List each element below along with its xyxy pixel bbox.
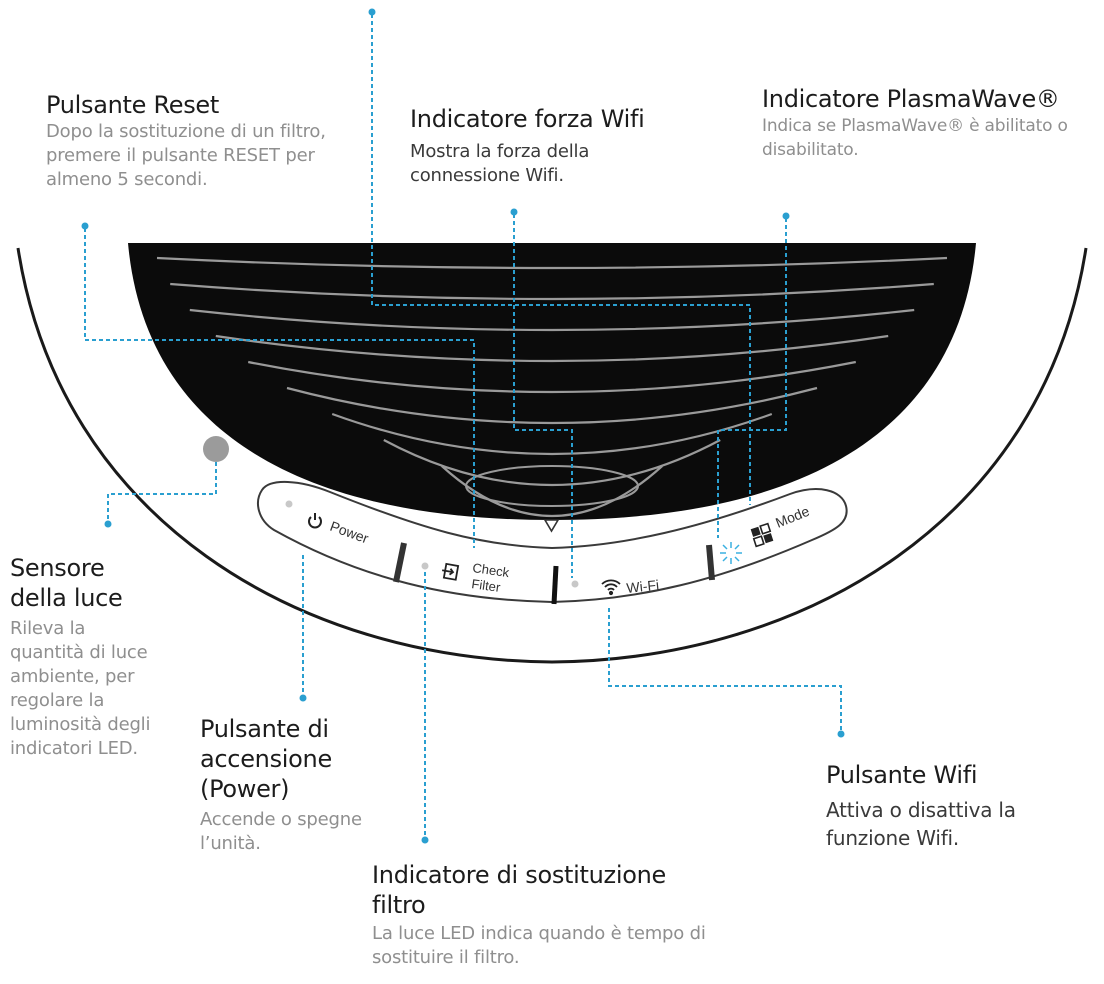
leader-light-sensor — [107, 462, 217, 520]
light-sensor-title: Sensore della luce — [10, 554, 123, 612]
grille-slat — [383, 439, 721, 487]
plasmawave-title: Indicatore PlasmaWave® — [762, 85, 1060, 113]
power-desc: Accende o spegne l’unità. — [200, 809, 362, 854]
check-label: Check — [472, 560, 511, 580]
grille-slat — [170, 282, 934, 301]
power-title: Pulsante di accensione (Power) — [200, 715, 332, 803]
grille-slat — [247, 360, 857, 394]
filter-icon — [441, 562, 460, 581]
mode-icon — [750, 522, 774, 548]
panel-divider-1 — [393, 542, 407, 583]
grille-slat — [156, 256, 948, 270]
wifi-label: Wi-Fi — [626, 577, 660, 596]
grille-center-ellipse — [465, 465, 639, 507]
callout-wifi-button: Pulsante Wifi Attiva o disattiva la funz… — [826, 760, 1066, 852]
panel-divider-3 — [706, 544, 715, 581]
light-sensor — [203, 436, 229, 462]
plasmawave-desc: Indica se PlasmaWave® è abilitato o disa… — [762, 116, 1068, 160]
wifi-button-title: Pulsante Wifi — [826, 761, 978, 789]
front-marker-icon — [543, 519, 560, 533]
callout-power: Pulsante di accensione (Power) Accende o… — [200, 714, 420, 856]
light-sensor-desc: Rileva la quantità di luce ambiente, per… — [10, 618, 151, 759]
leader-dots — [81, 8, 845, 844]
filter-desc: La luce LED indica quando è tempo di sos… — [372, 923, 706, 968]
power-icon — [308, 513, 322, 529]
filter-led — [421, 562, 429, 570]
grille-slat — [286, 386, 818, 425]
check-filter-button[interactable]: Check Filter — [441, 560, 511, 595]
callout-filter: Indicatore di sostituzione filtro La luc… — [372, 860, 752, 970]
callout-plasmawave: Indicatore PlasmaWave® Indica se PlasmaW… — [762, 84, 1082, 162]
plasmawave-icon — [720, 542, 742, 564]
wifi-strength-desc: Mostra la forza della connessione Wifi. — [410, 141, 590, 186]
panel-divider-2 — [551, 565, 559, 605]
callout-wifi-strength: Indicatore forza Wifi Mostra la forza de… — [410, 104, 690, 188]
air-grille — [128, 243, 976, 520]
grille-slat — [331, 412, 773, 456]
grille-slats — [156, 256, 948, 517]
leader-lines — [84, 14, 842, 836]
filter-label: Filter — [471, 576, 502, 595]
grille-slat — [189, 308, 915, 332]
leader-reset — [84, 228, 475, 548]
wifi-button[interactable]: Wi-Fi — [601, 577, 660, 596]
grille-slat — [215, 334, 889, 363]
filter-title: Indicatore di sostituzione filtro — [372, 861, 666, 919]
wifi-strength-title: Indicatore forza Wifi — [410, 105, 645, 133]
wifi-button-desc: Attiva o disattiva la funzione Wifi. — [826, 798, 1016, 850]
grille-slat — [441, 465, 663, 517]
wifi-led — [571, 580, 579, 588]
callout-light-sensor: Sensore della luce Rileva la quantità di… — [10, 553, 180, 761]
callout-reset: Pulsante Reset Dopo la sostituzione di u… — [46, 90, 366, 192]
reset-desc: Dopo la sostituzione di un filtro, preme… — [46, 121, 326, 190]
leader-wifi-strength — [513, 214, 573, 578]
control-panel — [257, 480, 848, 604]
leader-wifi-button — [608, 608, 842, 730]
power-led — [285, 500, 293, 508]
leader-plasmawave — [717, 218, 787, 538]
leader-top — [371, 14, 751, 505]
purifier-body-outline — [16, 247, 1088, 664]
wifi-icon — [601, 579, 621, 596]
reset-title: Pulsante Reset — [46, 91, 219, 119]
